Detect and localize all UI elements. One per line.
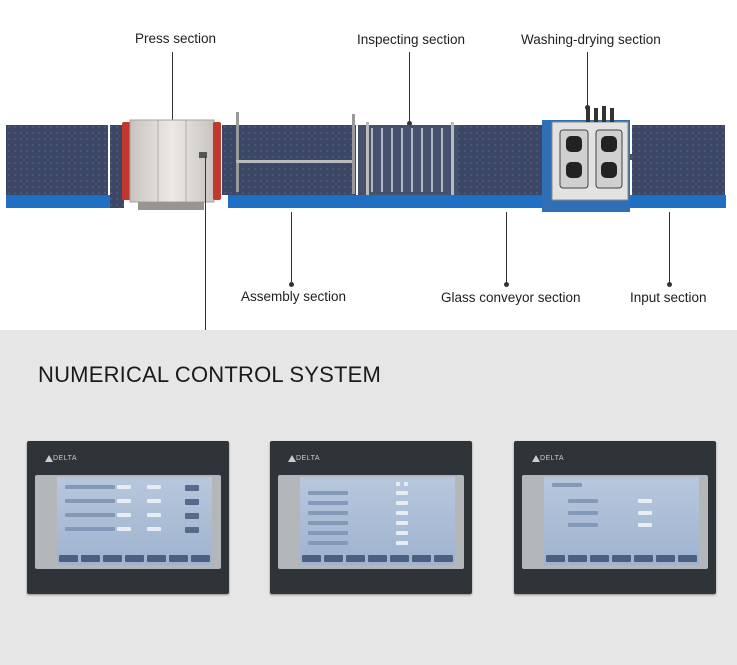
softkey-bar[interactable] (59, 555, 210, 562)
glass-panel-right (632, 125, 725, 195)
leader-conveyor (506, 212, 507, 284)
press-body (129, 119, 215, 203)
press-base (138, 202, 204, 210)
leader-conveyor-dot (504, 282, 509, 287)
leader-inspecting-dot (407, 121, 412, 126)
leader-assembly-dot (289, 282, 294, 287)
conveyor-rail-left (6, 195, 110, 208)
leader-press (172, 52, 173, 124)
label-press-section: Press section (135, 31, 217, 46)
machine-line-illustration (6, 106, 726, 212)
brand-logo-icon (288, 455, 296, 462)
glass-panel-left (6, 125, 108, 195)
leader-input-dot (667, 282, 672, 287)
leader-assembly (291, 212, 292, 284)
leader-inspecting (409, 52, 410, 124)
hmi-panel-2: DELTA (270, 441, 472, 594)
softkey-bar[interactable] (302, 555, 453, 562)
glass-panel-inspecting (358, 125, 458, 195)
numerical-control-title: NUMERICAL CONTROL SYSTEM (38, 362, 381, 387)
softkey-bar[interactable] (546, 555, 697, 562)
leader-input (669, 212, 670, 284)
hmi-screen-parameters[interactable] (57, 477, 212, 565)
brand-logo-icon (532, 455, 540, 462)
hmi-panel-3: DELTA (514, 441, 716, 594)
leader-numerical-control (205, 157, 206, 333)
label-input-section: Input section (630, 290, 707, 305)
label-assembly-section: Assembly section (241, 289, 347, 304)
conveyor-rail-assembly (228, 195, 358, 208)
panel-brand: DELTA (296, 455, 321, 462)
conveyor-rail-right (630, 195, 726, 208)
label-inspecting-section: Inspecting section (357, 32, 466, 47)
press-frame-red-right (213, 122, 221, 200)
label-washing-drying-section: Washing-drying section (521, 32, 661, 47)
panel-brand: DELTA (540, 455, 565, 462)
panel-brand: DELTA (53, 455, 78, 462)
brand-logo-icon (45, 455, 53, 462)
hmi-screen-functions[interactable] (544, 477, 699, 565)
leader-washing (587, 52, 588, 108)
production-line-diagram: Press section Inspecting section Washing… (0, 0, 737, 336)
hmi-screen-status[interactable] (300, 477, 455, 565)
conveyor-rail-middle (358, 195, 552, 208)
press-frame-red-left (122, 122, 131, 200)
glass-panel-conveyor (458, 125, 550, 195)
hmi-panel-1: DELTA (27, 441, 229, 594)
label-glass-conveyor-section: Glass conveyor section (441, 290, 581, 305)
